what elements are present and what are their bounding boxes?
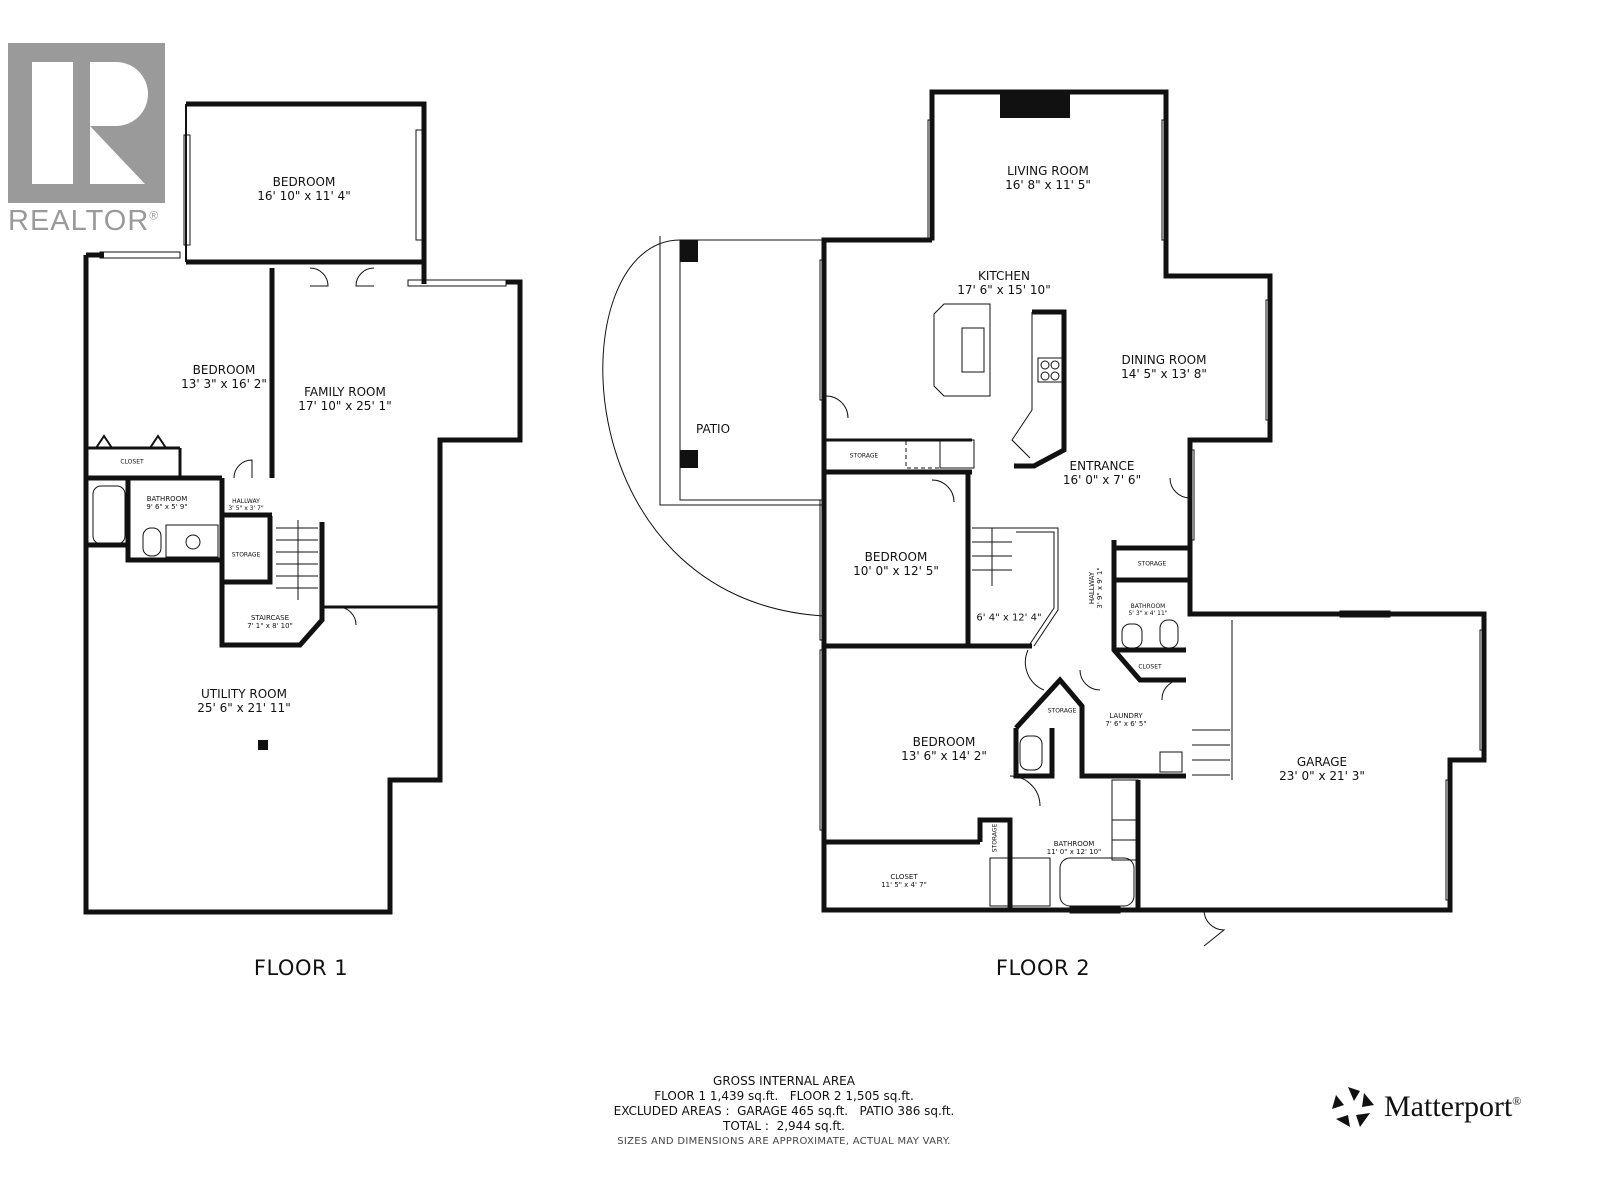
area-total: TOTAL : 2,944 sq.ft. bbox=[723, 1119, 845, 1133]
area-summary: GROSS INTERNAL AREA FLOOR 1 1,439 sq.ft.… bbox=[614, 1074, 955, 1149]
matterport-star-icon bbox=[1332, 1087, 1374, 1127]
area-heading: GROSS INTERNAL AREA bbox=[713, 1074, 855, 1088]
room-label-f2-stair-area: 6' 4" x 12' 4" bbox=[976, 612, 1042, 624]
area-floors: FLOOR 1 1,439 sq.ft. FLOOR 2 1,505 sq.ft… bbox=[654, 1089, 914, 1103]
floor-2-title: FLOOR 2 bbox=[995, 956, 1091, 980]
room-label-f2-storage-3: STORAGE bbox=[1047, 707, 1077, 715]
realtor-logo: REALTOR® bbox=[8, 43, 166, 238]
room-label-f2-storage-4: STORAGE bbox=[991, 823, 999, 853]
realtor-wordmark: REALTOR® bbox=[8, 205, 160, 237]
floor-1-title: FLOOR 1 bbox=[253, 956, 349, 980]
realtor-r-icon bbox=[8, 43, 165, 203]
matterport-logo: Matterport® bbox=[1330, 1085, 1521, 1129]
room-label-f2-storage-1: STORAGE bbox=[849, 452, 879, 460]
area-disclaimer: SIZES AND DIMENSIONS ARE APPROXIMATE, AC… bbox=[617, 1136, 951, 1147]
room-label-f2-closet-1: CLOSET bbox=[1138, 663, 1162, 671]
room-label-f2-storage-2: STORAGE bbox=[1137, 560, 1167, 568]
room-label-f1-storage: STORAGE bbox=[231, 551, 261, 559]
room-label-f2-patio: PATIO bbox=[695, 422, 731, 437]
area-excluded: EXCLUDED AREAS : GARAGE 465 sq.ft. PATIO… bbox=[613, 1104, 955, 1118]
room-label-f1-closet: CLOSET bbox=[120, 458, 144, 466]
